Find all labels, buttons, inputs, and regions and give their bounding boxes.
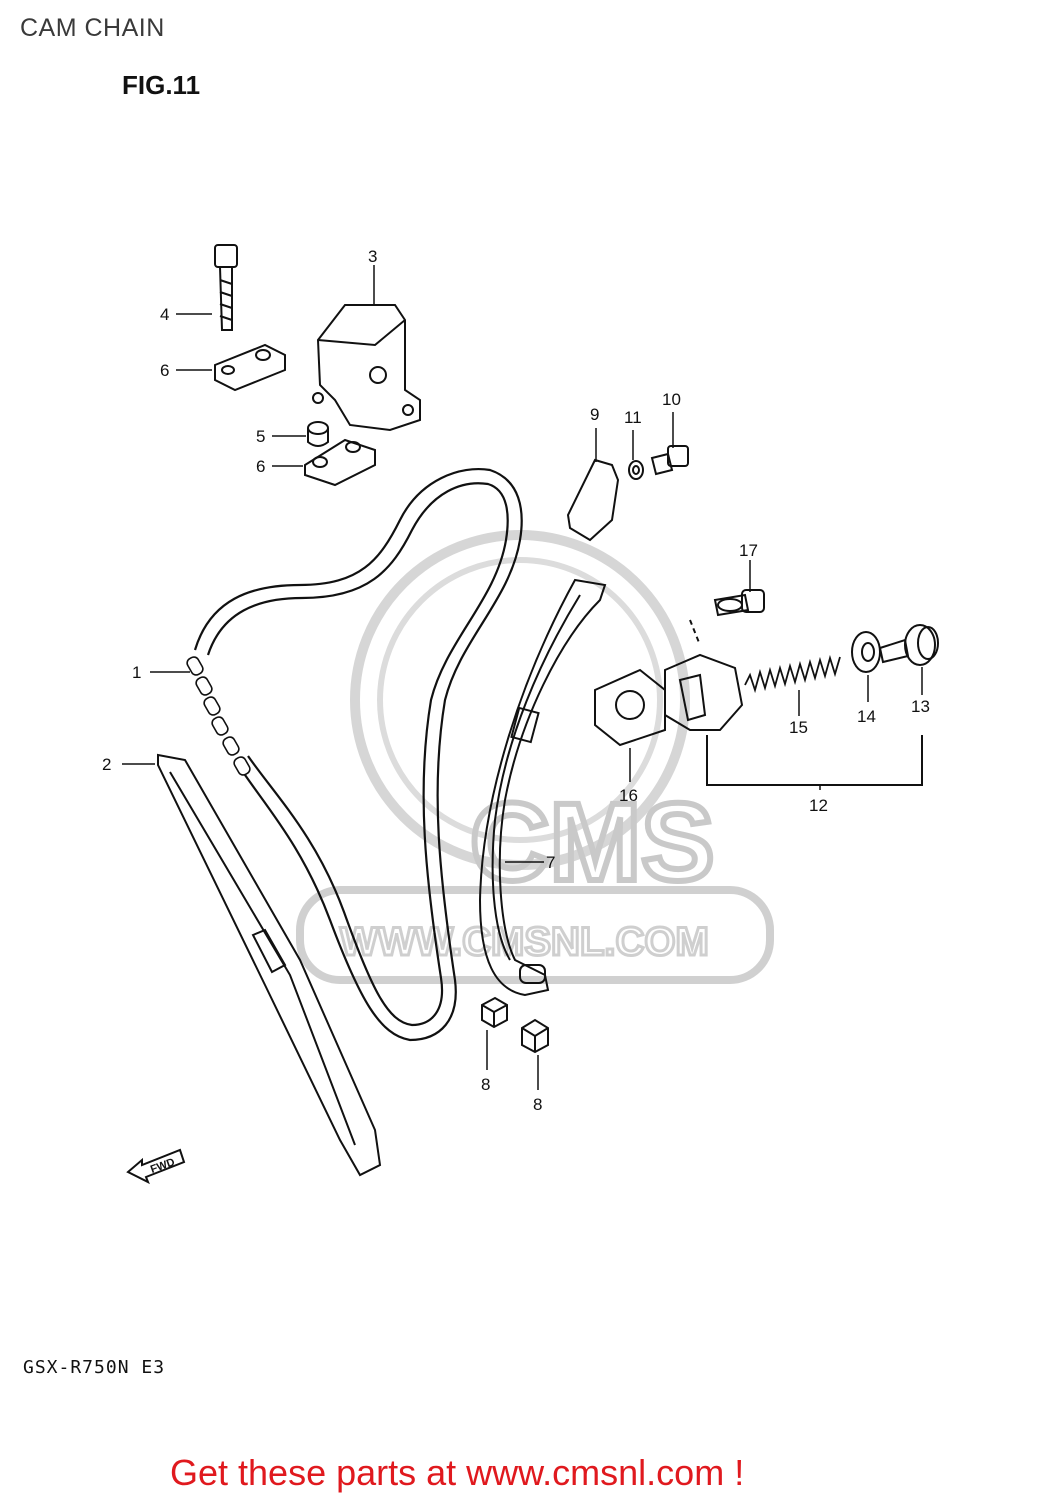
leader-lines: [122, 265, 923, 1090]
fwd-arrow: FWD: [126, 1148, 186, 1185]
callout-16: 16: [619, 786, 638, 805]
callout-8a: 8: [481, 1075, 490, 1094]
bolt-17: [713, 593, 750, 617]
callout-10: 10: [662, 390, 681, 409]
plug-13: [878, 624, 939, 666]
page-title: CAM CHAIN: [20, 14, 165, 42]
bolt-4: [214, 244, 238, 331]
callout-6b: 6: [256, 457, 265, 476]
cam-chain-guide-top: [312, 304, 421, 432]
callout-14: 14: [857, 707, 876, 726]
fwd-label: FWD: [149, 1156, 177, 1176]
washer-14: [851, 631, 881, 673]
parts-diagram: CMS WWW.CMSNL.COM: [102, 244, 939, 1185]
callout-4: 4: [160, 305, 169, 324]
plate-6-bottom: [304, 438, 376, 487]
washer-11: [628, 460, 644, 480]
callout-2: 2: [102, 755, 111, 774]
bolt-10: [650, 445, 689, 476]
callout-8b: 8: [533, 1095, 542, 1114]
callout-13: 13: [911, 697, 930, 716]
plate-6-top: [214, 343, 286, 392]
callout-12: 12: [809, 796, 828, 815]
model-code: GSX-R750N E3: [23, 1357, 166, 1378]
cushion-9: [566, 458, 620, 542]
cushion-8b: [521, 1018, 549, 1054]
callout-9: 9: [590, 405, 599, 424]
tensioner-assembly: [594, 589, 765, 747]
cam-chain-guide-front: [157, 753, 382, 1177]
shop-link[interactable]: Get these parts at www.cmsnl.com !: [170, 1452, 745, 1493]
gasket-16: [594, 668, 666, 747]
spring-15: [744, 654, 841, 694]
cam-chain-tensioner-guide: [478, 578, 607, 997]
chain-links: [186, 656, 251, 776]
callout-11: 11: [624, 408, 642, 427]
callout-numbers: 1 2 3 4 5 6 6 7 8 8 9 10 11 12 13 14 15 …: [102, 247, 930, 1114]
callout-7: 7: [546, 853, 555, 872]
cushion-8a: [481, 996, 508, 1029]
watermark-brand: CMS: [470, 781, 714, 904]
figure-label: FIG.11: [122, 70, 201, 100]
callout-5: 5: [256, 427, 265, 446]
cms-watermark: CMS WWW.CMSNL.COM: [296, 530, 774, 984]
cam-chain: [193, 468, 523, 1042]
watermark-url: WWW.CMSNL.COM: [340, 920, 709, 964]
dowel-5: [307, 421, 329, 447]
callout-15: 15: [789, 718, 808, 737]
callout-17: 17: [739, 541, 758, 560]
callout-3: 3: [368, 247, 377, 266]
callout-1: 1: [132, 663, 141, 682]
bracket-12: [706, 735, 923, 786]
callout-6a: 6: [160, 361, 169, 380]
